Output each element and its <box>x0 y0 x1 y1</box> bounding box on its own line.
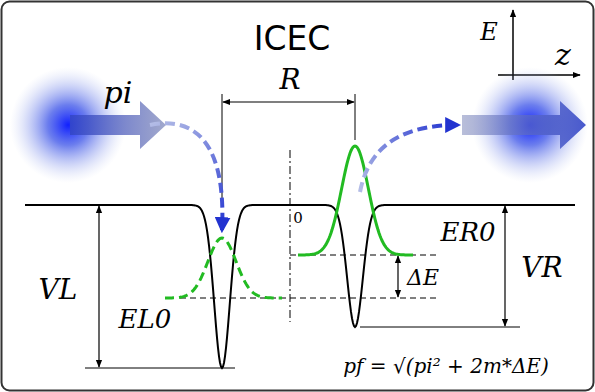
r-extension-line <box>355 94 356 140</box>
outgoing-arrow <box>462 101 586 149</box>
axis-label: z <box>555 40 571 70</box>
vl-bottom-line <box>85 368 235 369</box>
energy-gap-label: ΔE <box>407 267 439 289</box>
capture-arrow <box>150 123 222 230</box>
momentum-label: pi <box>104 78 133 108</box>
emission-arrow <box>360 125 458 192</box>
el0-level <box>180 298 440 299</box>
distance-label: R <box>279 66 300 94</box>
left-bound-state <box>165 238 282 298</box>
figure-title: ICEC <box>254 22 331 55</box>
delta-e-dimension <box>397 256 398 297</box>
vr-dimension <box>504 206 505 326</box>
right-bound-state <box>298 146 413 255</box>
r-dimension <box>223 101 354 102</box>
formula: pf = √(pi² + 2m*ΔE) <box>343 356 548 376</box>
axis-label: E <box>480 20 498 44</box>
energy-label: ER0 <box>440 219 495 245</box>
depth-label: VR <box>521 254 562 282</box>
double-well-potential <box>25 205 575 368</box>
energy-label: EL0 <box>119 306 172 332</box>
depth-label: VL <box>39 276 78 304</box>
origin-line <box>290 150 291 322</box>
vr-bottom-line <box>360 327 520 328</box>
vl-dimension <box>98 206 99 367</box>
origin-label: 0 <box>293 211 303 226</box>
